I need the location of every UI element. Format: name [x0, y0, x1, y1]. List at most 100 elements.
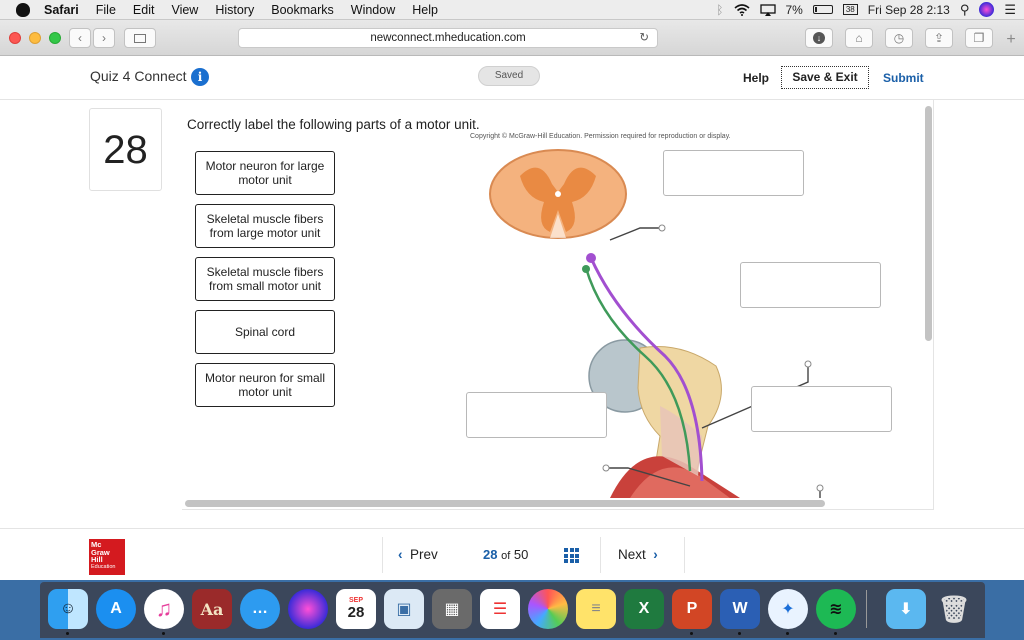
photos-icon[interactable] [528, 589, 568, 629]
label-leader-lines [606, 227, 821, 498]
itunes-icon[interactable]: ♫ [144, 589, 184, 629]
word-icon[interactable]: W [720, 589, 760, 629]
menu-help[interactable]: Help [412, 2, 438, 17]
submit-button[interactable]: Submit [883, 71, 924, 85]
question-number: 28 [89, 108, 162, 191]
quiz-footer: Mc Graw Hill Education ‹ Prev 28 of 50 N… [0, 528, 1024, 580]
calendar-badge-icon[interactable]: 38 [842, 4, 858, 15]
menu-view[interactable]: View [171, 2, 199, 17]
battery-percent: 7% [785, 2, 803, 17]
messages-icon[interactable]: … [240, 589, 280, 629]
motor-unit-illustration [489, 149, 824, 498]
help-button[interactable]: Help [743, 71, 770, 85]
vertical-scrollbar[interactable] [925, 106, 932, 341]
dictionary-icon[interactable]: Aa [192, 589, 232, 629]
info-icon[interactable]: i [191, 68, 209, 86]
logo-line-3: Hill [91, 555, 103, 565]
siri-dock-icon[interactable] [288, 589, 328, 629]
spotlight-search-icon[interactable]: ⚲ [959, 1, 970, 17]
reminders-icon[interactable]: ☰ [480, 589, 520, 629]
drop-target-spinal-cord[interactable] [663, 150, 804, 196]
menu-clock[interactable]: Fri Sep 28 2:13 [867, 2, 950, 17]
minimize-window-button[interactable] [29, 32, 41, 44]
logo-line-2: Graw [91, 547, 110, 557]
share-button[interactable]: ⇪ [925, 28, 953, 48]
notes-icon[interactable]: ≡ [576, 589, 616, 629]
draggable-label-large-unit-fibers[interactable]: Skeletal muscle fibers from large motor … [195, 204, 335, 248]
downloads-button[interactable]: ↓ [805, 28, 833, 48]
address-bar[interactable]: newconnect.mheducation.com ↻ [238, 28, 658, 48]
bluetooth-icon[interactable]: ᛒ [716, 2, 724, 17]
drop-target-right-lower[interactable] [751, 386, 892, 432]
mcgraw-hill-logo: Mc Graw Hill Education [89, 539, 125, 575]
menu-bookmarks[interactable]: Bookmarks [271, 2, 334, 17]
draggable-label-small-unit-fibers[interactable]: Skeletal muscle fibers from small motor … [195, 257, 335, 301]
menu-file[interactable]: File [95, 2, 116, 17]
tabs-icon: ❐ [973, 31, 985, 45]
app-store-icon[interactable]: A [96, 589, 136, 629]
wifi-icon[interactable] [733, 3, 750, 16]
menu-edit[interactable]: Edit [132, 2, 155, 17]
history-button[interactable]: ◷ [885, 28, 913, 48]
nav-divider [600, 537, 601, 573]
large-motor-neuron-axon [589, 257, 704, 482]
new-tab-button[interactable]: + [1006, 31, 1016, 48]
spotify-icon[interactable]: ≋ [816, 589, 856, 629]
spotify-running-dot [834, 632, 837, 635]
web-page: Quiz 4 Connect i Saved Help Save & Exit … [0, 56, 1024, 580]
back-button[interactable]: ‹ [69, 28, 91, 48]
draggable-label-large-motor-neuron[interactable]: Motor neuron for large motor unit [195, 151, 335, 195]
macos-dock: ☺ A ♫ Aa … SEP 28 ▣ ▦ ☰ ≡ X P W ✦ ≋ ⬇ 🗑 [40, 582, 985, 638]
large-motor-neuron-cell-body [586, 253, 596, 263]
downloads-folder-icon[interactable]: ⬇ [886, 589, 926, 629]
apple-menu-icon[interactable] [16, 2, 30, 17]
menu-safari[interactable]: Safari [44, 2, 79, 17]
save-exit-button[interactable]: Save & Exit [781, 66, 869, 89]
logo-subtitle: Education [91, 563, 116, 570]
horizontal-scrollbar[interactable] [185, 500, 825, 507]
total-pages: 50 [513, 547, 529, 562]
finder-icon[interactable]: ☺ [48, 589, 88, 629]
siri-icon[interactable] [979, 2, 995, 17]
safari-dock-icon[interactable]: ✦ [768, 589, 808, 629]
tabs-overview-button[interactable]: ❐ [965, 28, 993, 48]
drop-target-right-upper[interactable] [740, 262, 881, 308]
sidebar-toggle-button[interactable] [124, 28, 156, 48]
calendar-icon[interactable]: SEP 28 [336, 589, 376, 629]
airplay-icon[interactable] [759, 3, 776, 16]
trash-icon[interactable]: 🗑 [937, 593, 971, 624]
home-icon: ⌂ [855, 31, 863, 45]
of-label: of [501, 550, 511, 562]
drop-target-left-lower[interactable] [466, 392, 607, 438]
question-grid-icon[interactable] [564, 548, 579, 563]
logo-line-1: Mc [91, 540, 102, 549]
quiz-header: Quiz 4 Connect i Saved Help Save & Exit … [0, 56, 1024, 100]
download-icon: ↓ [813, 32, 825, 44]
question-frame [182, 100, 934, 510]
battery-icon[interactable] [812, 5, 833, 14]
menu-history[interactable]: History [215, 2, 255, 17]
safari-running-dot [786, 632, 789, 635]
notification-center-icon[interactable]: ☰ [1004, 1, 1016, 17]
zoom-window-button[interactable] [49, 32, 61, 44]
powerpoint-icon[interactable]: P [672, 589, 712, 629]
draggable-label-small-motor-neuron[interactable]: Motor neuron for small motor unit [195, 363, 335, 407]
finder-running-dot [66, 632, 69, 635]
prev-button[interactable]: ‹ Prev [398, 547, 438, 562]
question-navigation: ‹ Prev 28 of 50 Next › [382, 537, 685, 573]
preview-icon[interactable]: ▣ [384, 589, 424, 629]
draggable-label-spinal-cord[interactable]: Spinal cord [195, 310, 335, 354]
saved-status-badge: Saved [478, 66, 540, 86]
close-window-button[interactable] [9, 32, 21, 44]
prev-label: Prev [410, 547, 438, 562]
home-button[interactable]: ⌂ [845, 28, 873, 48]
menu-window[interactable]: Window [350, 2, 396, 17]
next-button[interactable]: Next › [618, 547, 658, 562]
browser-toolbar: ‹ › newconnect.mheducation.com ↻ ↓ ⌂ ◷ ⇪… [0, 20, 1024, 56]
excel-icon[interactable]: X [624, 589, 664, 629]
calculator-icon[interactable]: ▦ [432, 589, 472, 629]
forward-button[interactable]: › [93, 28, 115, 48]
reload-icon[interactable]: ↻ [639, 32, 649, 44]
dock-separator [866, 590, 867, 628]
sidebar-icon [134, 33, 146, 43]
